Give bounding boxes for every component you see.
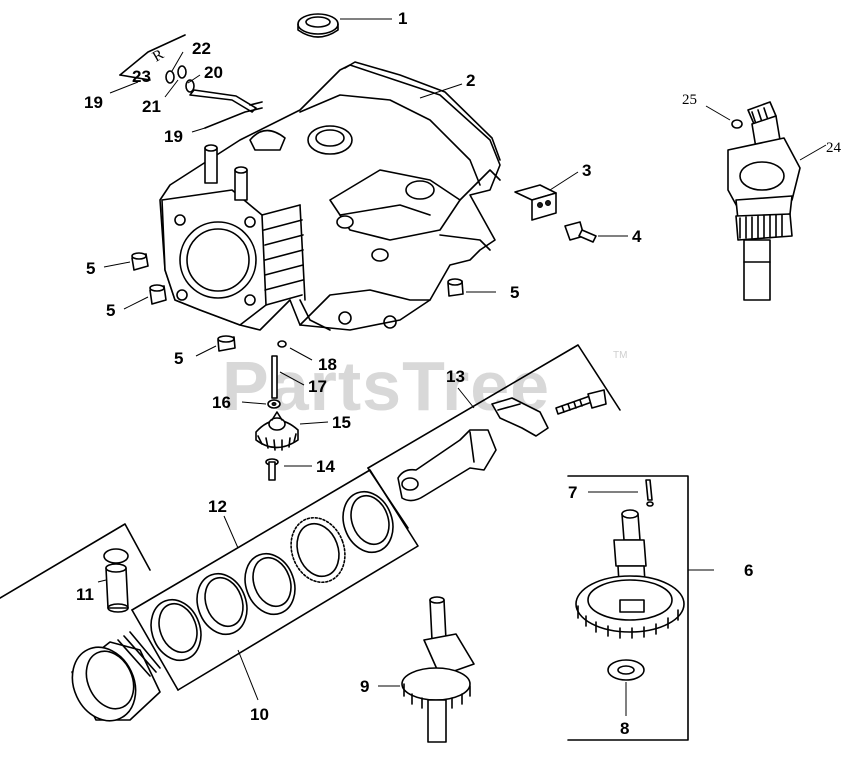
part-connecting-rod-group[interactable]: [367, 344, 621, 529]
leader-2: [419, 83, 463, 99]
part-bracket[interactable]: [514, 184, 557, 221]
callout-5b[interactable]: 5: [106, 301, 115, 320]
part-crankshaft-assembly[interactable]: [727, 101, 801, 301]
callout-20[interactable]: 20: [204, 63, 223, 82]
callout-13[interactable]: 13: [446, 367, 465, 386]
callout-11[interactable]: 11: [76, 585, 94, 604]
callout-1[interactable]: 1: [398, 9, 407, 28]
part-piston-pin[interactable]: [103, 548, 129, 613]
callout-16[interactable]: 16: [212, 393, 231, 412]
callout-10[interactable]: 10: [250, 705, 269, 724]
leader-18: [289, 347, 313, 361]
callout-23[interactable]: 23: [132, 67, 151, 86]
callout-2[interactable]: 2: [466, 71, 475, 90]
watermark-trademark: TM: [613, 350, 627, 361]
callout-25[interactable]: 25: [682, 92, 697, 108]
part-governor-gear-15[interactable]: [255, 411, 299, 451]
callout-8[interactable]: 8: [620, 719, 629, 738]
leader-3: [549, 171, 579, 191]
callout-9[interactable]: 9: [360, 677, 369, 696]
leader-5c: [195, 345, 217, 357]
callout-5a[interactable]: 5: [86, 259, 95, 278]
part-breather-assembly[interactable]: [119, 34, 263, 129]
leader-13: [457, 387, 475, 409]
callout-22[interactable]: 22: [192, 39, 211, 58]
leader-17: [279, 371, 305, 386]
callout-21[interactable]: 21: [142, 97, 161, 116]
leader-16: [241, 401, 267, 405]
part-governor-shaft-17[interactable]: [271, 355, 278, 399]
part-governor-pin-18[interactable]: [277, 340, 287, 348]
part-screw-4[interactable]: [564, 221, 597, 243]
callout-5c[interactable]: 5: [174, 349, 183, 368]
part-screw-14[interactable]: [265, 458, 279, 481]
callout-4[interactable]: 4: [632, 227, 642, 246]
leader-5a: [103, 261, 131, 268]
part-piston-rings[interactable]: [131, 469, 419, 691]
callout-5d[interactable]: 5: [510, 283, 519, 302]
callout-3[interactable]: 3: [582, 161, 591, 180]
leader-25: [705, 105, 731, 121]
part-piston[interactable]: [0, 523, 161, 731]
callout-24[interactable]: 24: [826, 140, 842, 156]
leader-12: [223, 515, 239, 549]
part-bushing-5c[interactable]: [217, 335, 236, 352]
leader-5b: [123, 296, 149, 310]
leader-11: [97, 579, 107, 583]
part-oil-seal[interactable]: [297, 13, 339, 38]
leader-10: [237, 649, 259, 701]
callout-19a[interactable]: 19: [84, 93, 103, 112]
part-bushing-5a[interactable]: [131, 252, 149, 271]
part-crankcase[interactable]: [159, 61, 501, 331]
leader-24: [799, 144, 827, 161]
callout-6[interactable]: 6: [744, 561, 753, 580]
figure-mark: R: [150, 47, 167, 66]
leader-21: [164, 79, 179, 98]
part-washer-16[interactable]: [267, 399, 281, 409]
callout-7[interactable]: 7: [568, 483, 577, 502]
leader-20: [187, 74, 201, 84]
callout-17[interactable]: 17: [308, 377, 327, 396]
callout-12[interactable]: 12: [208, 497, 227, 516]
callout-19b[interactable]: 19: [164, 127, 183, 146]
leader-22: [171, 51, 184, 72]
part-balance-shaft[interactable]: [401, 596, 475, 743]
part-camshaft-group[interactable]: [567, 475, 714, 741]
leader-19b: [191, 127, 206, 133]
callout-18[interactable]: 18: [318, 355, 337, 374]
part-bushing-5d[interactable]: [447, 278, 464, 297]
leader-15: [299, 421, 329, 425]
leader-19a: [109, 81, 139, 94]
part-bushing-5b[interactable]: [149, 284, 167, 305]
callout-14[interactable]: 14: [316, 457, 335, 476]
callout-15[interactable]: 15: [332, 413, 351, 432]
